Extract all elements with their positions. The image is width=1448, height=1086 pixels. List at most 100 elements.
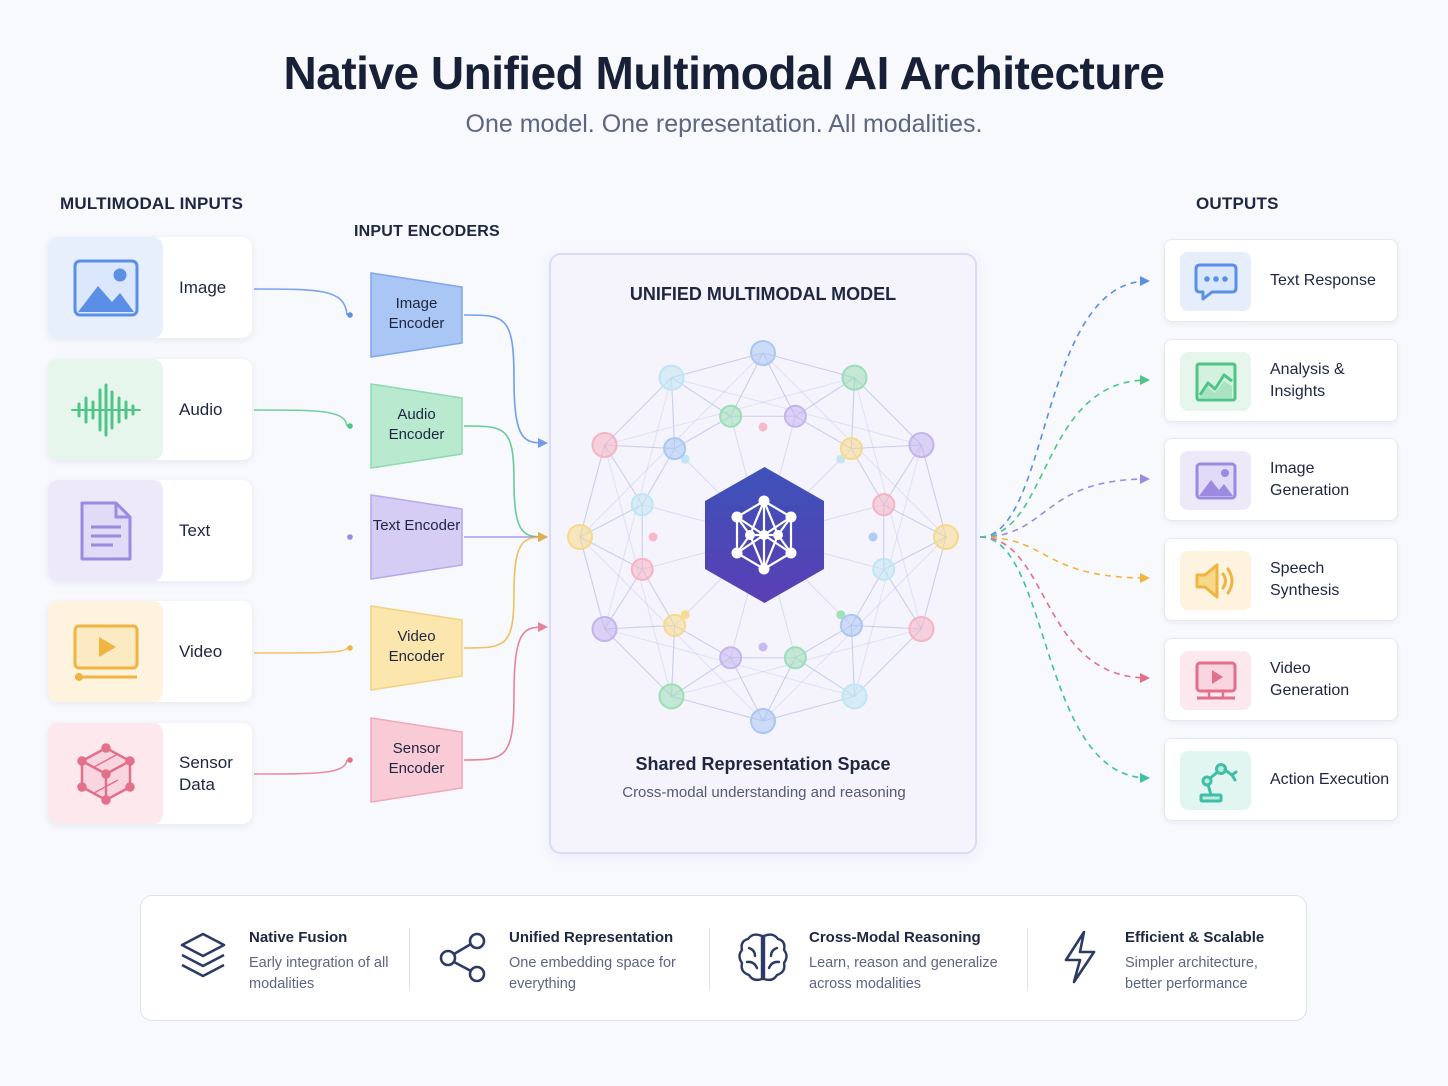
network-edge	[920, 536, 947, 630]
inputs-section-label: MULTIMODAL INPUTS	[60, 194, 244, 213]
audio-waveform-icon	[48, 359, 163, 460]
input-label: Image	[179, 277, 227, 297]
encoder-label: Image Encoder	[388, 295, 445, 332]
input-card-image[interactable]: Image	[48, 237, 252, 338]
network-node	[908, 616, 935, 642]
input-connector	[253, 288, 348, 316]
input-connector	[253, 409, 348, 427]
output-label: Image Generation	[1270, 459, 1350, 499]
network-node	[567, 524, 593, 550]
network-node	[933, 524, 959, 550]
feature-title: Native Fusion	[249, 929, 348, 946]
document-icon	[48, 480, 163, 581]
network-node	[630, 557, 654, 581]
network-node	[841, 364, 868, 391]
video-play-icon	[48, 601, 163, 702]
network-node	[658, 364, 685, 391]
feature-description: Simpler architecture, better performance	[1125, 955, 1258, 992]
share-nodes-icon	[437, 928, 487, 988]
network-dot	[758, 422, 768, 432]
input-card-audio[interactable]: Audio	[48, 359, 252, 460]
feature-description: Early integration of all modalities	[249, 955, 389, 992]
input-card-text[interactable]: Text	[48, 480, 252, 581]
network-edge	[762, 352, 855, 379]
network-edge	[604, 377, 672, 446]
shared-representation-title: Shared Representation Space	[635, 754, 891, 774]
output-card-analysis[interactable]: Analysis & Insights	[1164, 339, 1398, 422]
lightning-icon	[1058, 928, 1108, 988]
feature-title: Unified Representation	[509, 929, 674, 946]
network-node	[908, 432, 935, 458]
chart-icon	[1180, 352, 1251, 411]
feature-divider	[1027, 928, 1028, 990]
encoder-label: Text Encoder	[372, 517, 461, 534]
input-connector	[253, 647, 348, 654]
model-title: UNIFIED MULTIMODAL MODEL	[629, 284, 897, 304]
image-icon	[1180, 451, 1251, 510]
network-node	[658, 683, 685, 710]
encoder-connector	[463, 532, 548, 649]
encoder-label: Audio Encoder	[388, 406, 445, 443]
network-node	[839, 437, 863, 461]
network-node	[750, 340, 776, 366]
layers-icon	[178, 928, 228, 988]
connector-dot	[347, 757, 353, 763]
robot-arm-icon	[1180, 751, 1251, 810]
network-edge	[579, 536, 606, 630]
network-node	[591, 432, 618, 458]
text-encoder[interactable]: Text Encoder	[369, 493, 464, 581]
network-dot	[680, 454, 690, 464]
encoder-connector	[463, 622, 548, 761]
network-dot	[868, 532, 878, 542]
output-label: Speech Synthesis	[1270, 559, 1340, 599]
audio-encoder[interactable]: Audio Encoder	[369, 382, 464, 470]
image-encoder[interactable]: Image Encoder	[369, 271, 464, 359]
feature-title: Efficient & Scalable	[1125, 929, 1265, 946]
input-label: Video	[179, 641, 223, 661]
output-card-text-response[interactable]: Text Response	[1164, 239, 1398, 322]
outputs-section-label: OUTPUTS	[1196, 194, 1279, 213]
network-node	[841, 683, 868, 710]
neural-network-icon	[702, 465, 827, 605]
features-bar	[140, 895, 1307, 1021]
input-label: Sensor Data	[179, 752, 233, 794]
encoder-connector	[463, 314, 548, 448]
network-node	[783, 646, 807, 670]
network-node	[630, 493, 654, 517]
encoders-section-label: INPUT ENCODERS	[354, 223, 500, 240]
video-encoder[interactable]: Video Encoder	[369, 604, 464, 692]
connector-dot	[347, 534, 353, 540]
output-card-image-generation[interactable]: Image Generation	[1164, 438, 1398, 521]
page-subtitle: One model. One representation. All modal…	[465, 110, 983, 138]
connector-dot	[347, 645, 353, 651]
encoder-label: Sensor Encoder	[388, 740, 445, 777]
output-connector	[979, 276, 1150, 538]
feature-title: Cross-Modal Reasoning	[809, 929, 981, 946]
input-label: Audio	[179, 399, 223, 419]
output-connector	[979, 536, 1150, 783]
network-node	[872, 557, 896, 581]
network-node	[663, 613, 687, 637]
sensor-encoder[interactable]: Sensor Encoder	[369, 716, 464, 804]
input-connector	[253, 759, 348, 775]
output-card-video-generation[interactable]: Video Generation	[1164, 638, 1398, 721]
sensor-cube-icon	[48, 723, 163, 824]
network-dot	[648, 532, 658, 542]
output-connector	[979, 375, 1150, 538]
encoder-connector	[463, 425, 548, 542]
chat-bubble-icon	[1180, 252, 1251, 311]
output-card-action-execution[interactable]: Action Execution	[1164, 738, 1398, 821]
input-card-sensor[interactable]: Sensor Data	[48, 723, 252, 824]
output-connector	[979, 474, 1150, 538]
network-node	[663, 437, 687, 461]
network-edge	[920, 444, 947, 538]
network-node	[591, 616, 618, 642]
network-node	[719, 646, 743, 670]
output-card-speech-synthesis[interactable]: Speech Synthesis	[1164, 538, 1398, 621]
input-card-video[interactable]: Video	[48, 601, 252, 702]
output-label: Analysis & Insights	[1270, 360, 1345, 400]
network-dot	[680, 610, 690, 620]
video-play-icon	[1180, 651, 1251, 710]
network-edge	[671, 695, 764, 722]
